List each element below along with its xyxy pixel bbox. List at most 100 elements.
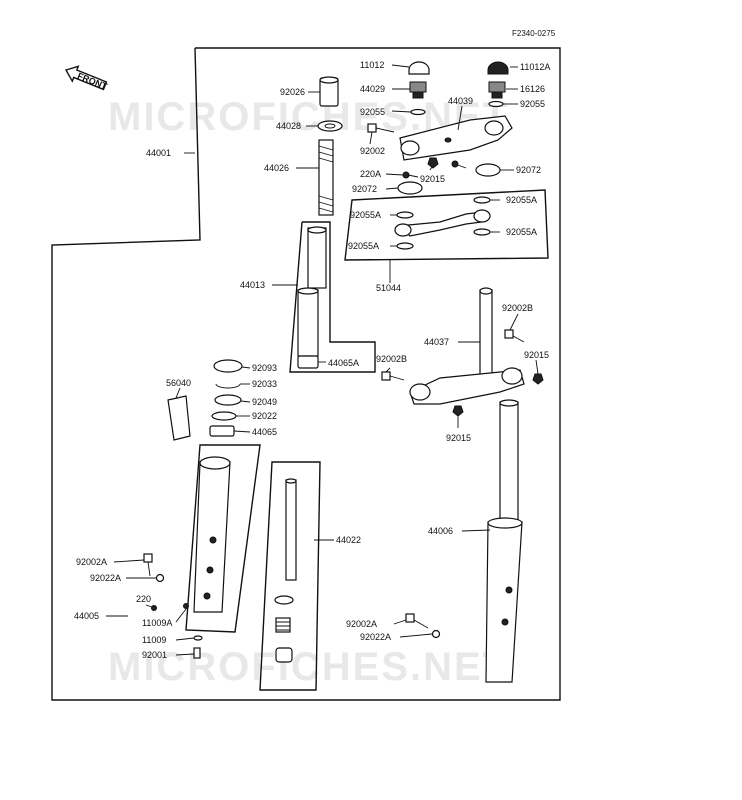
label-44028: 44028	[276, 121, 301, 131]
label-11009A: 11009A	[142, 618, 172, 628]
label-92002A-right: 92002A	[346, 619, 377, 629]
label-92022A-left: 92022A	[90, 573, 121, 583]
washer-44028-hole	[324, 123, 336, 129]
bolt-92002A-right	[405, 613, 429, 629]
label-92002A-left: 92002A	[76, 557, 107, 567]
label-92055A-bottom-left: 92055A	[348, 241, 379, 251]
seal-92055A-1	[396, 211, 414, 219]
label-92015-lower: 92015	[446, 433, 471, 443]
label-92072-left: 92072	[352, 184, 377, 194]
damper-box	[259, 461, 321, 691]
label-92055A-top-left: 92055A	[350, 210, 381, 220]
bushing-44065	[209, 425, 235, 437]
label-92022A-right: 92022A	[360, 632, 391, 642]
label-44037: 44037	[424, 337, 449, 347]
label-51044: 51044	[376, 283, 401, 293]
right-fork-44006	[485, 399, 523, 683]
cap-11012	[408, 61, 430, 75]
label-92093: 92093	[252, 363, 277, 373]
label-44039: 44039	[448, 96, 473, 106]
spring-44026	[318, 139, 334, 216]
label-16126: 16126	[520, 84, 545, 94]
washer-92022	[211, 411, 237, 421]
lower-seal-bracket-51044	[394, 209, 491, 237]
oring-92055-right	[488, 100, 504, 108]
label-92072-right: 92072	[516, 165, 541, 175]
left-outer-tube-box	[185, 444, 261, 633]
label-92026: 92026	[280, 87, 305, 97]
label-92022: 92022	[252, 411, 277, 421]
label-56040: 56040	[166, 378, 191, 388]
bushing-44065A	[297, 355, 319, 369]
label-92015-right: 92015	[524, 350, 549, 360]
label-92055A-top-right: 92055A	[506, 195, 537, 205]
fork-assembly-outline	[51, 47, 561, 701]
cap-11012A	[487, 61, 509, 75]
label-11012A: 11012A	[520, 62, 550, 72]
bolt-220	[151, 605, 157, 611]
label-92055-left: 92055	[360, 107, 385, 117]
label-92055A-bottom-right: 92055A	[506, 227, 537, 237]
seal-92055A-4	[473, 228, 491, 236]
label-92002B-left: 92002B	[376, 354, 407, 364]
label-11009: 11009	[142, 635, 166, 645]
nut-92015-upper	[427, 157, 439, 169]
label-44001: 44001	[146, 148, 171, 158]
label-44026: 44026	[264, 163, 289, 173]
washer-92022A-left	[155, 573, 165, 583]
label-11012: 11012	[360, 60, 384, 70]
washer-11009	[193, 635, 203, 641]
diagram-reference: F2340-0275	[512, 29, 556, 38]
clip-92033	[215, 383, 241, 389]
outer-tube-44005	[193, 456, 231, 613]
damper-rod-44022	[274, 478, 297, 663]
label-92033: 92033	[252, 379, 277, 389]
plate-56040	[167, 395, 191, 441]
label-220A: 220A	[360, 169, 381, 179]
label-92002: 92002	[360, 146, 385, 156]
bolt-92002B-left	[381, 371, 405, 381]
label-220: 220	[136, 594, 151, 604]
screw-11009A	[183, 603, 189, 609]
nut-16126	[488, 81, 506, 99]
label-92015-upper: 92015	[420, 174, 445, 184]
washer-44028	[317, 120, 343, 132]
nut-92015-lower	[452, 405, 464, 417]
label-44005: 44005	[74, 611, 99, 621]
watermark-bottom: MICROFICHES.NET	[108, 645, 509, 689]
label-92002B-right: 92002B	[502, 303, 533, 313]
nut-44029	[409, 81, 427, 99]
washer-92022A-right	[431, 629, 441, 639]
seal-92055A-3	[473, 196, 491, 204]
label-44065: 44065	[252, 427, 277, 437]
label-44065A: 44065A	[328, 358, 359, 368]
cover-92093	[213, 359, 243, 373]
front-label: FRONT	[76, 71, 109, 92]
label-44013: 44013	[240, 280, 265, 290]
label-44029: 44029	[360, 84, 385, 94]
upper-bracket-44039	[399, 115, 513, 161]
label-44006: 44006	[428, 526, 453, 536]
seal-92055A-2	[396, 242, 414, 250]
bolt-220A	[402, 171, 419, 179]
label-44022: 44022	[336, 535, 361, 545]
steering-stem-44037	[409, 287, 525, 405]
label-92001: 92001	[142, 650, 167, 660]
leader-lines	[106, 64, 539, 656]
steering-stem-seal-box	[344, 189, 549, 261]
collar-92026	[319, 76, 339, 107]
nut-92015-right	[532, 373, 544, 385]
label-92055-right: 92055	[520, 99, 545, 109]
clamp-92072-right	[475, 163, 501, 177]
oring-92055-left	[410, 108, 426, 116]
bolt-92002B-right	[504, 329, 525, 343]
bolt-92002A-left	[143, 553, 153, 577]
bolt-upper-small	[451, 160, 467, 169]
inner-tube-box	[289, 221, 376, 373]
label-92049: 92049	[252, 397, 277, 407]
clamp-92072-left	[397, 181, 423, 195]
front-arrow-icon: FRONT	[64, 65, 109, 92]
bolt-92001	[193, 647, 201, 659]
seal-92049	[214, 394, 242, 406]
